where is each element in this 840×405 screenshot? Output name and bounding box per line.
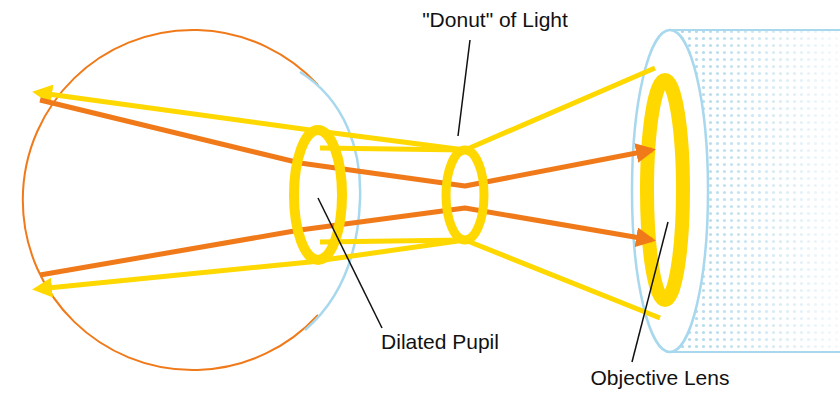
eyeball-outline xyxy=(23,30,318,370)
callout-label: "Donut" of Light xyxy=(419,8,571,32)
barrel-edge xyxy=(670,351,840,353)
pupil-ring xyxy=(294,130,342,260)
callout-label: Dilated Pupil xyxy=(378,330,502,354)
lens-face xyxy=(632,30,708,352)
light-rays-in xyxy=(48,68,660,318)
leader-lines xyxy=(318,40,668,362)
light-rays-out xyxy=(40,100,652,275)
barrel-edge xyxy=(670,29,840,31)
objective-lens xyxy=(632,30,840,352)
donut-ring xyxy=(446,150,484,240)
cornea xyxy=(300,72,360,330)
callout-label: Objective Lens xyxy=(588,366,733,390)
light-ring-lens xyxy=(647,80,683,300)
